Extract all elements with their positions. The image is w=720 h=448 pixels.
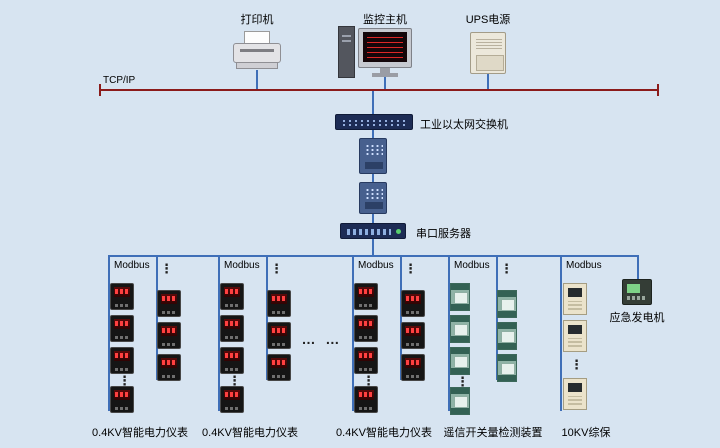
smart-power-meter-icon <box>220 386 244 413</box>
branch-protocol-label: Modbus <box>454 260 490 271</box>
ethernet-switch-label: 工业以太网交换机 <box>420 119 508 131</box>
more-devices-dots: ⋮ <box>404 261 417 276</box>
smart-power-meter-icon <box>354 386 378 413</box>
tcp-ip-label: TCP/IP <box>103 75 136 86</box>
server-to-fieldbus-line <box>372 239 374 256</box>
smart-power-meter-icon <box>267 290 291 317</box>
printer-label: 打印机 <box>240 14 274 26</box>
smart-power-meter-icon <box>157 322 181 349</box>
smart-power-meter-icon <box>110 283 134 310</box>
branch-sub-line <box>400 255 402 380</box>
pc-monitor-screen <box>358 28 412 68</box>
smart-power-meter-icon <box>401 322 425 349</box>
branch-caption: 0.4KV智能电力仪表 <box>202 427 298 439</box>
generator-drop-line <box>637 255 639 279</box>
fieldbus-line <box>108 255 639 257</box>
more-devices-dots: ⋮ <box>228 373 241 388</box>
remote-signal-module-icon <box>497 290 517 318</box>
tcp-ip-bus-line <box>100 89 658 91</box>
smart-power-meter-icon <box>401 354 425 381</box>
remote-signal-module-icon <box>497 354 517 382</box>
branch-caption: 0.4KV智能电力仪表 <box>336 427 432 439</box>
ethernet-switch-icon <box>335 114 413 130</box>
printer-connector-line <box>256 70 258 89</box>
tcp-ip-bus-end-right <box>657 84 659 96</box>
smart-power-meter-icon <box>401 290 425 317</box>
ups-connector-line <box>487 74 489 89</box>
branch-drop-line <box>352 255 354 411</box>
more-devices-dots: ⋮ <box>362 373 375 388</box>
remote-signal-module-icon <box>450 315 470 343</box>
remote-signal-module-icon <box>497 322 517 350</box>
branch-caption: 0.4KV智能电力仪表 <box>92 427 188 439</box>
monitor-stand <box>380 68 390 73</box>
media-converter-icon <box>359 182 387 214</box>
smart-power-meter-icon <box>354 347 378 374</box>
bus-to-switch-line <box>372 91 374 114</box>
converter-to-server-line <box>372 214 374 223</box>
serial-server-label: 串口服务器 <box>416 228 471 240</box>
branch-drop-line <box>448 255 450 411</box>
host-connector-line <box>384 77 386 89</box>
smart-power-meter-icon <box>354 283 378 310</box>
branch-caption: 遥信开关量检测装置 <box>443 427 543 439</box>
protection-relay-icon <box>563 320 587 352</box>
serial-server-icon <box>340 223 406 239</box>
smart-power-meter-icon <box>220 315 244 342</box>
smart-power-meter-icon <box>110 315 134 342</box>
smart-power-meter-icon <box>110 386 134 413</box>
monitor-base <box>372 73 398 77</box>
converter-link-line <box>372 174 374 182</box>
smart-power-meter-icon <box>220 283 244 310</box>
branch-protocol-label: Modbus <box>566 260 602 271</box>
ups-icon <box>470 32 506 74</box>
monitor-host-label: 监控主机 <box>363 14 407 26</box>
remote-signal-module-icon <box>450 283 470 311</box>
protection-relay-icon <box>563 283 587 315</box>
printer-slot <box>240 49 274 52</box>
branch-caption: 10KV综保 <box>561 427 611 439</box>
branch-drop-line <box>108 255 110 411</box>
smart-power-meter-icon <box>267 354 291 381</box>
switch-to-converter-line <box>372 130 374 138</box>
more-devices-dots: ⋮ <box>570 357 583 372</box>
branch-sub-line <box>156 255 158 380</box>
branch-protocol-label: Modbus <box>224 260 260 271</box>
more-devices-dots: ⋮ <box>118 373 131 388</box>
smart-power-meter-icon <box>354 315 378 342</box>
smart-power-meter-icon <box>267 322 291 349</box>
branch-drop-line <box>218 255 220 411</box>
printer-body <box>233 43 281 63</box>
remote-signal-module-icon <box>450 387 470 415</box>
pc-tower <box>338 26 355 78</box>
smart-power-meter-icon <box>110 347 134 374</box>
generator-label: 应急发电机 <box>609 312 665 324</box>
emergency-generator-icon <box>622 279 652 305</box>
more-devices-dots: ⋮ <box>160 261 173 276</box>
more-devices-dots: ⋮ <box>456 374 469 389</box>
more-branches-dots: … … <box>301 331 343 347</box>
ups-label: UPS电源 <box>465 14 511 26</box>
smart-power-meter-icon <box>220 347 244 374</box>
printer-base <box>236 62 278 69</box>
branch-drop-line <box>560 255 562 411</box>
monitor-host-icon <box>338 26 414 80</box>
remote-signal-module-icon <box>450 347 470 375</box>
tcp-ip-bus-end-left <box>99 84 101 96</box>
printer-icon <box>233 31 281 71</box>
smart-power-meter-icon <box>157 354 181 381</box>
more-devices-dots: ⋮ <box>500 261 513 276</box>
more-devices-dots: ⋮ <box>270 261 283 276</box>
branch-sub-line <box>266 255 268 380</box>
smart-power-meter-icon <box>157 290 181 317</box>
branch-protocol-label: Modbus <box>114 260 150 271</box>
protection-relay-icon <box>563 378 587 410</box>
media-converter-icon <box>359 138 387 174</box>
branch-protocol-label: Modbus <box>358 260 394 271</box>
